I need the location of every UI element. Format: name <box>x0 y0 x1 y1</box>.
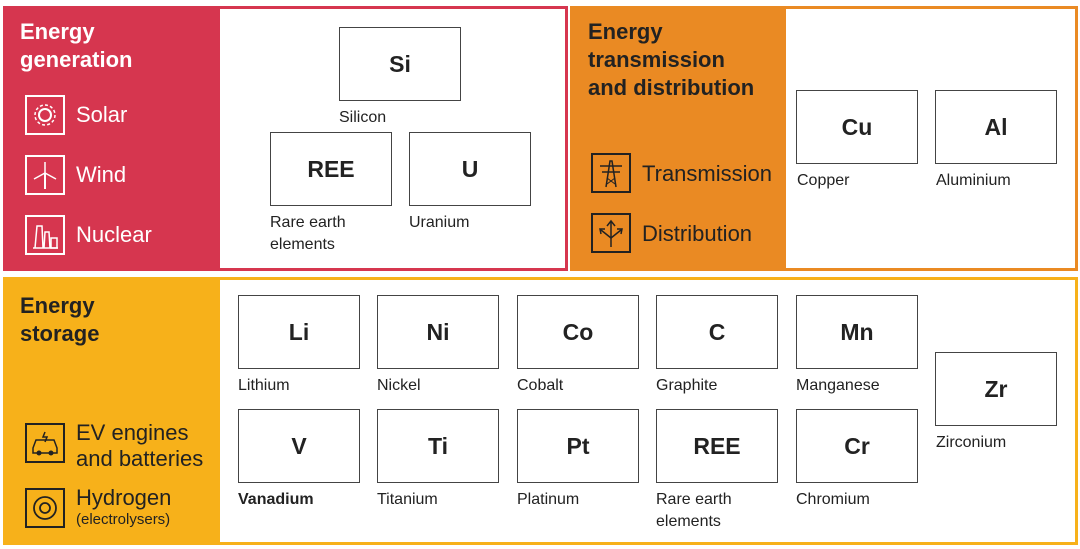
mineral-tile-cr: Cr <box>796 409 918 483</box>
storage-title: Energy storage <box>20 293 100 346</box>
mineral-tile-mn: Mn <box>796 295 918 369</box>
mineral-tile-ree: REE <box>270 132 392 206</box>
mineral-name-co: Cobalt <box>517 377 564 394</box>
mineral-name-v: Vanadium <box>238 491 314 508</box>
mineral-tile-c: C <box>656 295 778 369</box>
storage-panel <box>3 277 220 545</box>
tech-label-solar: Solar <box>76 102 128 127</box>
tech-ev-batteries <box>25 423 65 463</box>
tech-label-distribution: Distribution <box>642 221 753 246</box>
mineral-tile-cu: Cu <box>796 90 918 164</box>
mineral-name-ni: Nickel <box>377 377 421 394</box>
mineral-tile-si: Si <box>339 27 461 101</box>
tech-label-wind: Wind <box>76 162 127 187</box>
mineral-name-ree: Rare earth elements <box>270 214 346 253</box>
tech-label-hydrogen: Hydrogen (electrolysers) <box>76 485 172 528</box>
tech-hydrogen <box>25 488 65 528</box>
tech-solar <box>25 95 65 135</box>
transmission-title: Energy transmission and distribution <box>588 19 755 100</box>
wind-turbine-icon <box>25 155 65 195</box>
mineral-tile-ree-storage: REE <box>656 409 778 483</box>
tech-distribution <box>591 213 631 253</box>
tech-nuclear <box>25 215 65 255</box>
distribution-arrows-icon <box>591 213 631 253</box>
mineral-tile-ti: Ti <box>377 409 499 483</box>
mineral-name-ree-storage: Rare earth elements <box>656 491 732 530</box>
mineral-name-pt: Platinum <box>517 491 580 508</box>
pylon-icon <box>591 153 631 193</box>
mineral-tile-co: Co <box>517 295 639 369</box>
mineral-tile-zr: Zr <box>935 352 1057 426</box>
mineral-name-u: Uranium <box>409 214 470 231</box>
mineral-name-c: Graphite <box>656 377 718 394</box>
tech-label-nuclear: Nuclear <box>76 222 152 247</box>
mineral-name-cr: Chromium <box>796 491 870 508</box>
mineral-name-ti: Titanium <box>377 491 438 508</box>
mineral-tile-v: V <box>238 409 360 483</box>
mineral-tile-al: Al <box>935 90 1057 164</box>
mineral-name-zr: Zirconium <box>936 434 1007 451</box>
tech-label-transmission: Transmission <box>642 161 772 186</box>
hydrogen-icon <box>25 488 65 528</box>
mineral-name-si: Silicon <box>339 109 387 126</box>
mineral-tile-li: Li <box>238 295 360 369</box>
sun-icon <box>25 95 65 135</box>
tech-label-ev-batteries: EV engines and batteries <box>76 420 204 471</box>
mineral-name-cu: Copper <box>797 172 850 189</box>
ev-battery-icon <box>25 423 65 463</box>
mineral-tile-u: U <box>409 132 531 206</box>
mineral-name-al: Aluminium <box>936 172 1011 189</box>
tech-transmission <box>591 153 631 193</box>
transmission-panel <box>570 6 786 271</box>
tech-wind <box>25 155 65 195</box>
mineral-name-mn: Manganese <box>796 377 880 394</box>
generation-title: Energy generation <box>20 19 133 72</box>
mineral-tile-pt: Pt <box>517 409 639 483</box>
generation-panel <box>3 6 220 271</box>
mineral-tile-ni: Ni <box>377 295 499 369</box>
nuclear-plant-icon <box>25 215 65 255</box>
mineral-name-li: Lithium <box>238 377 290 394</box>
